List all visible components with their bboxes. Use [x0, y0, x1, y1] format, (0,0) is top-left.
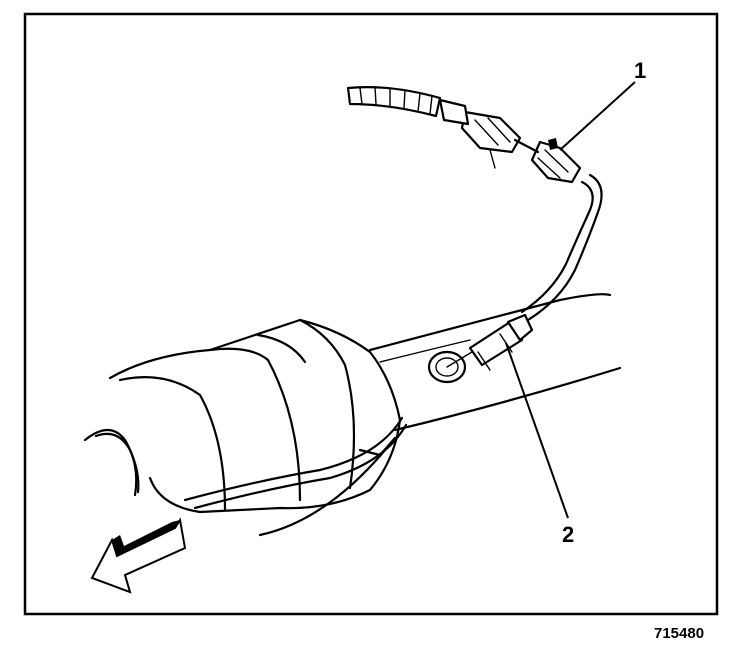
oxygen-sensor	[446, 313, 534, 371]
pipe-inlet	[83, 428, 140, 497]
forward-arrow-icon	[90, 517, 187, 594]
figure-id: 715480	[654, 625, 704, 642]
exhaust-pipe	[258, 293, 622, 537]
sensor-wire	[520, 173, 603, 322]
wiring-harness	[346, 86, 442, 118]
sensor-connector	[530, 138, 582, 184]
callout-2: 2	[562, 522, 574, 547]
figure-frame	[23, 12, 719, 616]
catalytic-converter	[108, 318, 408, 514]
callout-leader-1	[559, 81, 636, 151]
callout-1: 1	[634, 58, 646, 83]
callout-leader-2	[505, 342, 569, 519]
harness-connector	[438, 98, 540, 169]
